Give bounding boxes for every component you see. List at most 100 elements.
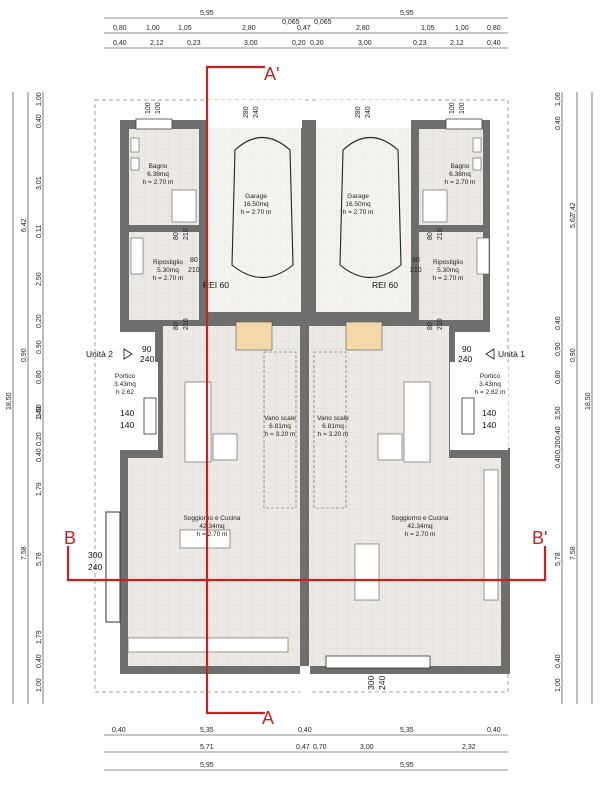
dim-bot-r3-1: 5,95 [200, 762, 214, 769]
dim-left-in-9: 3,50 [36, 404, 43, 418]
window-big-bottom [325, 655, 431, 669]
right-dimension-text: 18,50 5,62 0,90 7,42 7,58 1,00 0,40 0,40… [555, 92, 592, 692]
garage-right-name: Garage [347, 193, 369, 200]
dim-bot-r1-1: 0,40 [112, 727, 126, 734]
dim-right-in-10: 5,78 [555, 552, 562, 566]
rip-right-name: Ripostiglio [433, 259, 463, 266]
dim-right-in-2: 0,40 [555, 116, 562, 130]
party-wall [301, 120, 309, 680]
window-big-left [105, 511, 121, 623]
bagno-right-area: 6.38mq [449, 171, 471, 178]
dim-left-in-17: 1,00 [36, 678, 43, 692]
garage-left-name: Garage [245, 193, 267, 200]
door-b-h: 210 [188, 267, 200, 274]
dim-left-mid-2: 0,90 [21, 348, 28, 362]
big-bottom-w: 300 [366, 676, 376, 690]
win-left-h: 140 [120, 420, 134, 430]
window-portico-left [143, 397, 157, 435]
dim-top-r3-5: 0,20 [292, 40, 306, 47]
car-right [339, 137, 402, 278]
dim-bot-r1-5: 0,40 [487, 727, 501, 734]
sogg-right-area: 42.34mq [407, 523, 433, 530]
dim-left-in-16: 0,40 [36, 654, 43, 668]
kitchen-right [483, 469, 499, 601]
dim-left-mid-1: 6,42 [21, 218, 28, 232]
soggiorno-right-floor [309, 458, 501, 666]
section-line-a [205, 65, 265, 715]
portico-left-name: Portico [115, 373, 136, 380]
toilet-left [130, 137, 140, 153]
rei-left-label: REI 60 [203, 280, 229, 290]
dim-top-total-2: 5,95 [400, 10, 414, 17]
garage-left-height: h = 2.70 m [241, 209, 272, 216]
scale-left-area: 6.81mq [269, 423, 291, 430]
cars [231, 137, 402, 278]
bagno-left-name: Bagno [149, 163, 168, 170]
dim-left-in-13: 1,79 [36, 482, 43, 496]
section-a-bottom: A [262, 708, 274, 728]
dim-left-in-1: 1,00 [36, 92, 43, 106]
section-b-right: B' [532, 528, 547, 548]
rip-right-height: h = 2.70 m [433, 275, 464, 282]
bagno-left-w: 100 [145, 102, 152, 114]
dim-top-r2-2: 1,00 [146, 25, 160, 32]
dim-left-in-15: 1,79 [36, 630, 43, 644]
dim-left-mid-3: 7,58 [21, 546, 28, 560]
dim-top-r3-2: 2,12 [150, 40, 164, 47]
bidet-left [130, 157, 140, 171]
dim-left-in-8: 0,80 [36, 370, 43, 384]
section-labels: A' A B B' [64, 64, 547, 728]
stairs [235, 321, 383, 509]
door-b-w: 80 [190, 257, 198, 264]
car-left [231, 137, 294, 278]
door-d-w: 80 [427, 232, 434, 240]
unit-2-arrow-icon [123, 348, 133, 360]
dim-top-r3-10: 0,40 [487, 40, 501, 47]
portico-right-name: Portico [480, 373, 501, 380]
rei-right-label: REI 60 [372, 280, 398, 290]
dim-right-in-11: 0,40 [555, 654, 562, 668]
garage-right-height: h = 2.70 m [343, 209, 374, 216]
dim-top-r2-3: 1,05 [178, 25, 192, 32]
top-dimension-text: 5,95 5,95 0,065 0,47 0,065 0,80 1,00 1,0… [113, 10, 501, 47]
garage-left-area: 16.50mq [243, 201, 269, 208]
big-left-h: 240 [88, 562, 102, 572]
dim-right-mid-3: 7,42 [570, 202, 577, 216]
dim-left-in-10: 1,40 [36, 406, 43, 420]
dim-bot-r1-4: 5,35 [400, 727, 414, 734]
entry-left-h: 240 [140, 354, 154, 364]
dim-right-mid-2: 0,90 [570, 348, 577, 362]
side-dimension-lines [12, 92, 593, 704]
section-line-b [66, 546, 547, 582]
door-c-w: 80 [173, 322, 180, 330]
dim-top-mid-3: 0,065 [314, 19, 332, 26]
room-labels: Bagno 6.38mq h = 2.70 m Bagno 6.38mq h =… [114, 163, 505, 538]
stair-top-right [345, 321, 383, 351]
dim-top-r3-7: 3,00 [358, 40, 372, 47]
dim-left-in-3: 3,01 [36, 176, 43, 190]
dim-right-in-3: 0,40 [555, 316, 562, 330]
dim-right-in-4: 0,90 [555, 342, 562, 356]
window-bagno-right [445, 118, 483, 130]
dim-right-mid-1: 5,62 [570, 214, 577, 228]
portico-right-height: h = 2.62 m [475, 389, 506, 396]
unit-1-label: Unità 1 [498, 349, 525, 359]
rip-left-area: 5.30mq [157, 267, 179, 274]
door-e-w: 80 [412, 257, 420, 264]
armchair-left [212, 433, 238, 461]
door-f-w: 80 [427, 322, 434, 330]
portico-right-area: 3.43mq [479, 381, 501, 388]
central-gap [300, 666, 310, 696]
dim-right-in-7: 0,40 [555, 426, 562, 440]
dim-top-r3-4: 3,00 [244, 40, 258, 47]
dim-right-mid-4: 7,58 [570, 546, 577, 560]
armchair-right [377, 433, 403, 461]
dim-right-in-1: 1,00 [555, 92, 562, 106]
window-portico-right [461, 397, 475, 435]
door-c-h: 210 [183, 318, 190, 330]
dim-top-r2-4: 2,80 [242, 25, 256, 32]
door-f-h: 210 [437, 318, 444, 330]
toilet-right [472, 137, 482, 153]
scale-left-height: h = 3.20 m [265, 431, 296, 438]
shelf-right [476, 237, 490, 275]
